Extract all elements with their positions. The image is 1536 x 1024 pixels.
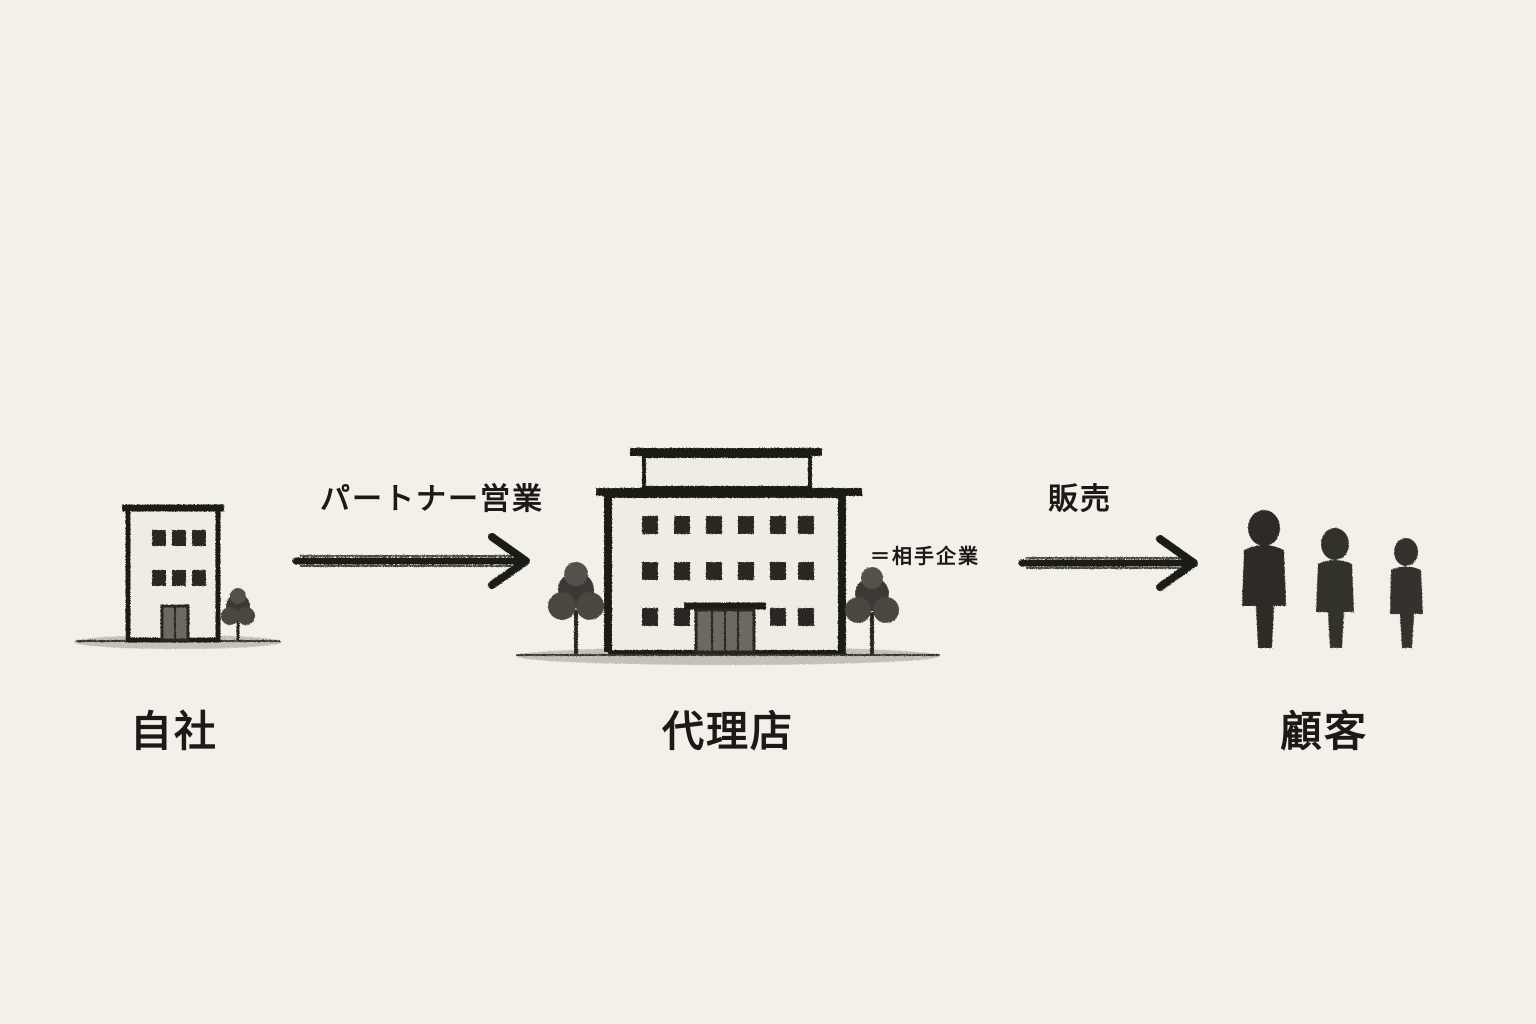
person-icon [1390, 538, 1423, 648]
edge-label-sales: 販売 [1048, 482, 1112, 517]
edge-label-partner-sales: パートナー営業 [320, 482, 544, 517]
node-label-customers: 顧客 [1279, 707, 1369, 756]
node-label-own-company: 自社 [129, 707, 219, 756]
person-icon [1242, 510, 1286, 648]
small-office-building-icon [74, 504, 282, 649]
large-office-building-icon [516, 448, 940, 665]
people-group-icon [1242, 510, 1423, 648]
arrow-partner-sales [292, 533, 530, 589]
arrow-sales [1018, 535, 1198, 591]
agency-note: ＝相手企業 [870, 544, 980, 568]
node-label-agency: 代理店 [661, 707, 795, 756]
person-icon [1316, 528, 1354, 648]
